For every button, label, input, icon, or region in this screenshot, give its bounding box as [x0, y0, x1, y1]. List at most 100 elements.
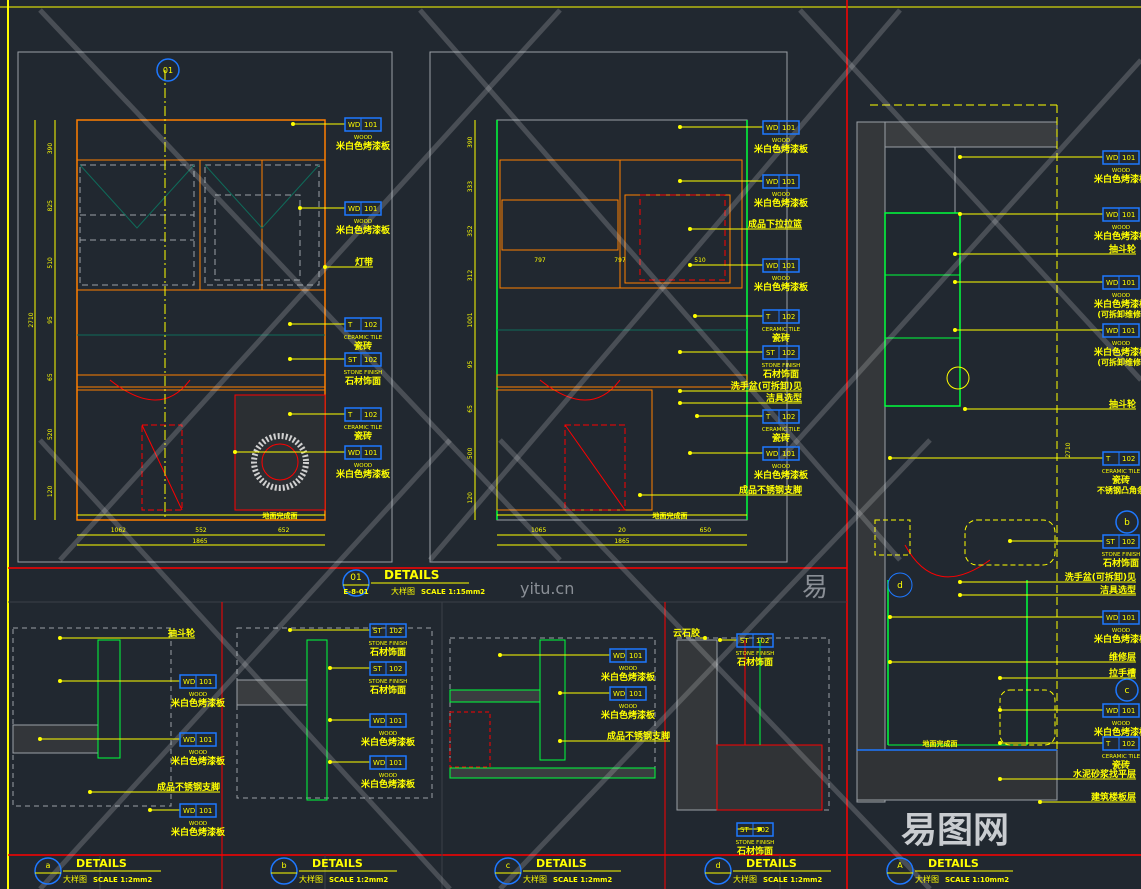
- note-callout: 成品下拉拉篮: [688, 218, 802, 231]
- material-tag-box: [369, 623, 407, 638]
- material-number: 101: [199, 678, 212, 686]
- detail-id: b: [281, 861, 286, 870]
- leader-dot: [58, 636, 62, 640]
- note-text: 水泥砂浆找平层: [1073, 768, 1136, 780]
- dimension-text: 652: [278, 527, 290, 534]
- material-cn: 石材饰面: [369, 646, 406, 658]
- dimension-text: 1062: [111, 527, 126, 534]
- leader-dot: [678, 179, 682, 183]
- note-text: 洗手盆(可拆卸)见: [1065, 571, 1136, 583]
- dimension-text: 65: [467, 405, 474, 413]
- material-tag-box: [762, 446, 800, 461]
- dimension-text: 552: [195, 527, 207, 534]
- section-marker: b: [1115, 510, 1139, 534]
- marker-circle: [1115, 510, 1139, 534]
- note-callout: 灯带: [323, 256, 373, 269]
- material-cn: 石材饰面: [1102, 557, 1139, 569]
- detail-subtitle: 大样图: [391, 586, 415, 596]
- material-tag-box: [1102, 150, 1140, 165]
- material-tag-box: [1102, 534, 1140, 549]
- material-en: CERAMIC TILE: [1102, 754, 1141, 760]
- leader-dot: [998, 676, 1002, 680]
- material-number: 102: [1122, 740, 1135, 748]
- detail-subtitle: 大样图: [523, 874, 547, 884]
- material-number: 102: [782, 313, 795, 321]
- detail-id: a: [46, 861, 51, 870]
- material-number: 101: [199, 807, 212, 815]
- marker-letter: d: [897, 581, 903, 591]
- material-cn: 石材饰面: [344, 375, 381, 387]
- material-number: 101: [1122, 279, 1135, 287]
- leader-dot: [888, 615, 892, 619]
- note-text: 洁具选型: [766, 392, 802, 404]
- leader-dot: [953, 328, 957, 332]
- dimension-text: 95: [47, 316, 54, 324]
- material-tag-box: [369, 713, 407, 728]
- material-number: 101: [364, 205, 377, 213]
- note-callout: 成品不锈钢支脚: [558, 730, 670, 743]
- material-number: 102: [1122, 455, 1135, 463]
- material-code: WD: [373, 759, 385, 767]
- detail-id: d: [715, 861, 720, 870]
- material-code: ST: [348, 356, 357, 364]
- note-callout: 洁具选型: [958, 584, 1136, 597]
- material-tag-box: [344, 352, 382, 367]
- dimension-text: 510: [47, 257, 54, 269]
- leader-dot: [953, 280, 957, 284]
- material-en: WOOD: [1112, 168, 1130, 174]
- material-cn: 米白色烤漆板: [335, 224, 391, 236]
- material-tag-box: [609, 686, 647, 701]
- detail-subtitle: 大样图: [915, 874, 939, 884]
- dimension-text: 510: [694, 257, 706, 264]
- material-cn: 瓷砖: [354, 430, 372, 442]
- material-tag-box: [609, 648, 647, 663]
- detail-scale: SCALE 1:10mm2: [945, 876, 1009, 884]
- material-code: T: [347, 321, 353, 329]
- material-tag-box: [1102, 703, 1140, 718]
- material-number: 102: [364, 321, 377, 329]
- material-tag-box: [762, 309, 800, 324]
- watermark-logo: 易图网: [901, 810, 1009, 851]
- material-code: WD: [348, 121, 360, 129]
- note-text: 灯带: [355, 256, 373, 268]
- dimension-text: 650: [700, 527, 712, 534]
- leader-dot: [678, 125, 682, 129]
- leader-dot: [288, 628, 292, 632]
- material-code: WD: [1106, 327, 1118, 335]
- material-number: 102: [756, 826, 769, 834]
- leader-dot: [148, 808, 152, 812]
- material-tag-box: [762, 258, 800, 273]
- material-tag-box: [179, 732, 217, 747]
- detail-title: DETAILS: [76, 857, 127, 870]
- leader-dot: [958, 155, 962, 159]
- material-en: WOOD: [1112, 225, 1130, 231]
- material-code: WD: [183, 736, 195, 744]
- title-circle: [886, 857, 914, 885]
- note-callout: 成品不锈钢支脚: [88, 781, 220, 794]
- leader-dot: [688, 263, 692, 267]
- material-code: WD: [348, 205, 360, 213]
- leader-dot: [688, 451, 692, 455]
- material-cn: 米白色烤漆板: [335, 468, 391, 480]
- leader-dot: [323, 265, 327, 269]
- material-cn: 米白色烤漆板: [1093, 230, 1141, 242]
- leader-dot: [328, 718, 332, 722]
- material-en: WOOD: [772, 192, 790, 198]
- material-en: CERAMIC TILE: [1102, 469, 1141, 475]
- material-tag-box: [1102, 207, 1140, 222]
- dimension-text: 1865: [614, 538, 629, 545]
- leader-dot: [558, 739, 562, 743]
